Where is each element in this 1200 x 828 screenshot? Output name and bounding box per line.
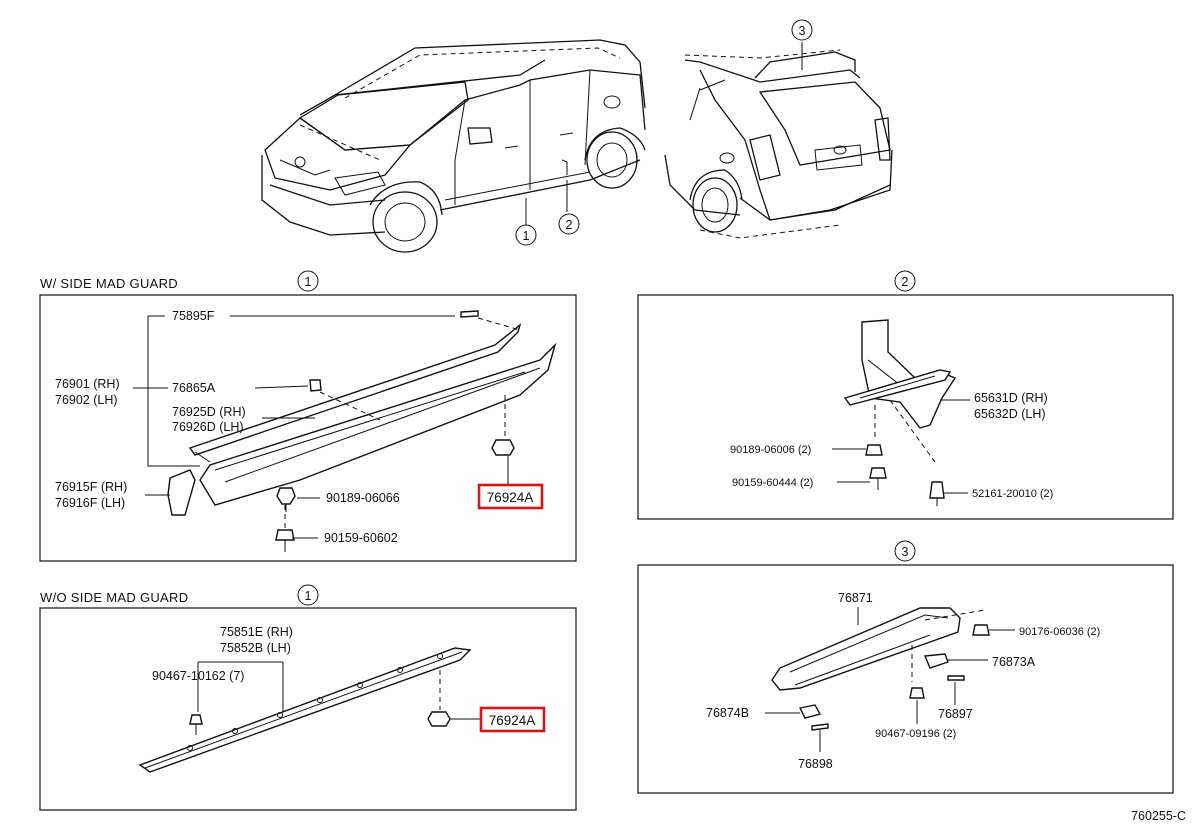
svg-text:2: 2 [902, 275, 909, 289]
section-title-with-guard: W/ SIDE MAD GUARD [40, 276, 178, 291]
label-76898: 76898 [798, 757, 833, 771]
highlight-box-76924A-without [479, 706, 546, 733]
label-76897: 76897 [938, 707, 973, 721]
label-76873A: 76873A [992, 655, 1036, 669]
tape-76874B [798, 704, 822, 719]
label-76915F: 76915F (RH) [55, 480, 127, 494]
svg-text:2: 2 [566, 218, 573, 232]
label-90189-06066: 90189-06066 [326, 491, 400, 505]
callout-2-section: 2 [894, 270, 916, 292]
highlight-box-76924A-with [477, 483, 544, 510]
label-90467-10162: 90467-10162 (7) [152, 669, 244, 683]
mud-flap-part [843, 319, 957, 463]
label-76901: 76901 (RH) [55, 377, 120, 391]
section-title-without-guard: W/O SIDE MAD GUARD [40, 590, 188, 605]
label-52161-20010: 52161-20010 (2) [972, 488, 1053, 500]
label-76902: 76902 (LH) [55, 393, 118, 407]
callout-3-section: 3 [894, 540, 916, 562]
label-65632D: 65632D (LH) [974, 407, 1046, 421]
callout-1-car: 1 [515, 224, 537, 246]
label-75851E: 75851E (RH) [220, 625, 293, 639]
label-65631D: 65631D (RH) [974, 391, 1048, 405]
section-box-with-guard [39, 294, 577, 562]
clip-90176-06036 [972, 624, 990, 636]
nut-76924A-without [427, 670, 451, 727]
bracket-76873A [923, 653, 949, 669]
tape-76898 [811, 723, 829, 731]
label-75895F: 75895F [172, 309, 215, 323]
svg-text:1: 1 [305, 589, 312, 603]
label-76871: 76871 [838, 591, 873, 605]
nut-76924A-with [491, 395, 515, 456]
label-90159-60444: 90159-60444 (2) [732, 477, 813, 489]
label-76924A-without[interactable]: 76924A [489, 713, 536, 728]
bracket-76915F [167, 469, 196, 516]
tape-76897 [947, 675, 965, 681]
screw-90159-60444 [869, 467, 887, 490]
moulding-part [138, 647, 472, 773]
side-skirt-part [188, 310, 557, 506]
label-76925D: 76925D (RH) [172, 405, 246, 419]
label-76916F: 76916F (LH) [55, 496, 125, 510]
callout-1-without-guard: 1 [297, 584, 319, 606]
label-76865A: 76865A [172, 381, 216, 395]
label-75852B: 75852B (LH) [220, 641, 291, 655]
car-front-view [261, 39, 646, 253]
spoiler-part [771, 607, 986, 691]
callout-3-car: 3 [791, 19, 813, 41]
car-rear-view [664, 42, 893, 239]
section-box-without-guard [39, 607, 577, 811]
label-90159-60602: 90159-60602 [324, 531, 398, 545]
svg-text:3: 3 [799, 24, 806, 38]
label-76874B: 76874B [706, 706, 749, 720]
callout-2-car: 2 [558, 213, 580, 235]
clip-90467-09196 [909, 687, 925, 699]
clip-90467-10162 [189, 714, 203, 735]
label-76926D: 76926D (LH) [172, 420, 244, 434]
label-76924A-with[interactable]: 76924A [487, 490, 534, 505]
clip-90189-06006 [865, 444, 883, 456]
svg-text:1: 1 [305, 275, 312, 289]
clip-90189-06066 [276, 487, 296, 512]
svg-text:1: 1 [523, 229, 530, 243]
label-90467-09196: 90467-09196 (2) [875, 728, 956, 740]
bolt-90159-60602 [275, 505, 295, 552]
clip-52161-20010 [929, 481, 945, 506]
diagram-code: 760255-C [1131, 809, 1186, 823]
label-90176-06036: 90176-06036 (2) [1019, 626, 1100, 638]
label-90189-06006: 90189-06006 (2) [730, 444, 811, 456]
section-box-mud-flap [637, 294, 1174, 520]
svg-text:3: 3 [902, 545, 909, 559]
callout-1-with-guard: 1 [297, 270, 319, 292]
section-box-spoiler [637, 564, 1174, 794]
